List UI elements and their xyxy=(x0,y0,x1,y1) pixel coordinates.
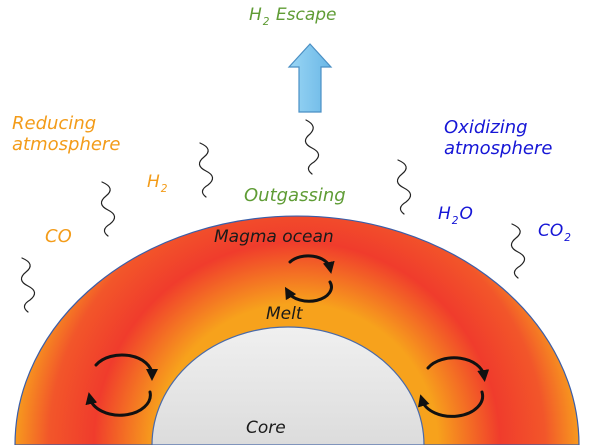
magma-ocean-label: Magma ocean xyxy=(214,227,334,247)
oxidizing-atmosphere-label: Oxidizing atmosphere xyxy=(444,117,553,159)
outgassing-label: Outgassing xyxy=(244,185,346,206)
core-shape xyxy=(151,326,425,445)
circulation-arrows-icon xyxy=(85,353,158,417)
wavy-line-icon xyxy=(100,181,116,237)
core-label: Core xyxy=(246,418,286,438)
co2-label: CO2 xyxy=(538,221,571,244)
wavy-line-icon xyxy=(510,223,526,279)
up-arrow-icon xyxy=(287,43,333,113)
circulation-arrows-icon xyxy=(417,356,490,418)
h2-label: H2 xyxy=(147,172,168,195)
reducing-atmosphere-label: Reducing atmosphere xyxy=(12,113,121,155)
wavy-line-icon xyxy=(304,119,320,175)
wavy-line-icon xyxy=(198,142,214,198)
co-label: CO xyxy=(45,226,72,247)
melt-label: Melt xyxy=(266,304,303,324)
circulation-arrows-icon xyxy=(284,254,335,303)
h2o-label: H2O xyxy=(438,204,473,227)
wavy-line-icon xyxy=(20,257,36,313)
h2-escape-label: H2 Escape xyxy=(249,5,337,28)
wavy-line-icon xyxy=(396,159,412,215)
